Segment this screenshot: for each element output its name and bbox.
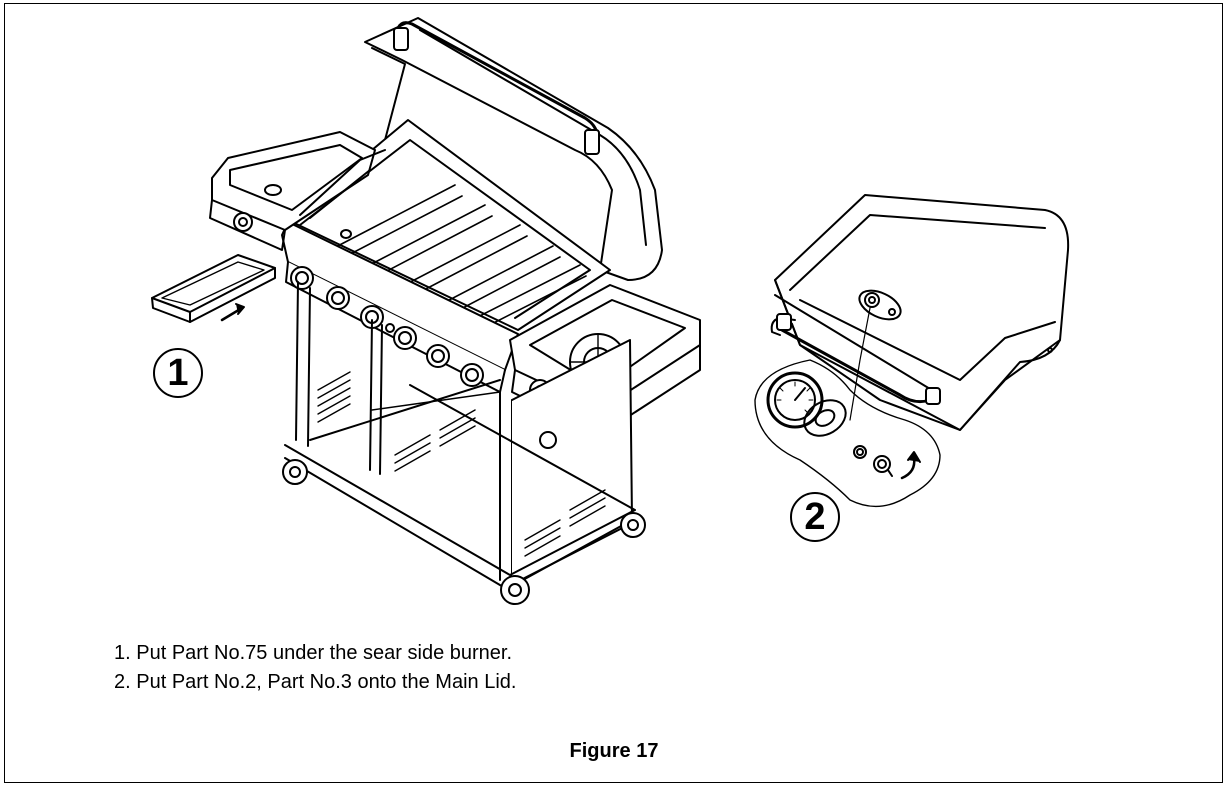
figure-caption: Figure 17 (569, 740, 659, 762)
drip-tray-drawing (151, 254, 276, 323)
grill-drawing (209, 17, 701, 605)
figure-frame (4, 3, 1223, 783)
lid-detail-drawing (754, 194, 1070, 508)
step-2-badge: 2 (790, 492, 840, 542)
step-1-badge: 1 (153, 348, 203, 398)
instructions-list: 1. Put Part No.75 under the sear side bu… (114, 639, 516, 697)
instruction-step-1: 1. Put Part No.75 under the sear side bu… (114, 642, 513, 664)
instruction-step-2: 2. Put Part No.2, Part No.3 onto the Mai… (114, 671, 517, 693)
